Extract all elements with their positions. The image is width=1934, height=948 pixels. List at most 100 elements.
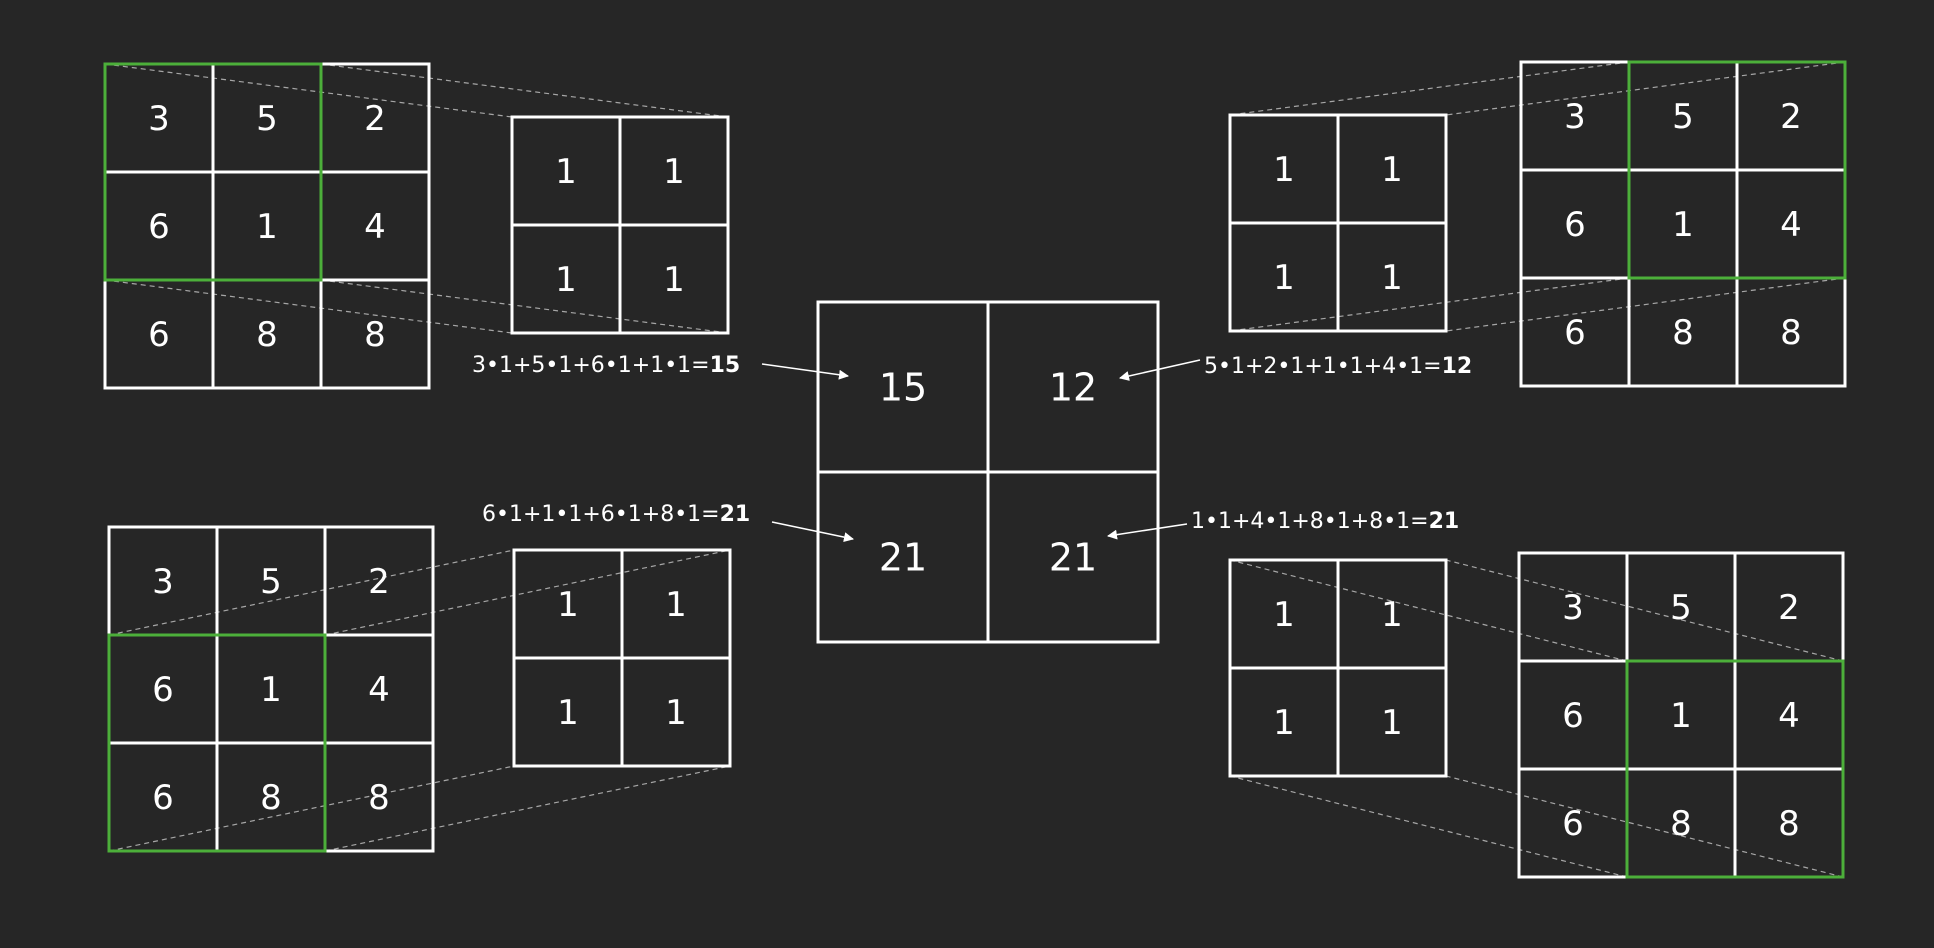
projection-line-2-3 xyxy=(1229,277,1630,332)
projection-line-2-4 xyxy=(1445,277,1846,332)
window-highlight-1 xyxy=(103,62,323,282)
input-bottom-left-value-2-0: 6 xyxy=(152,778,174,818)
equation-1-terms: 3•1+5•1+6•1+1•1= xyxy=(472,353,710,378)
input-top-left-value-2-0: 6 xyxy=(148,315,170,355)
input-top-right-value-0-1: 5 xyxy=(1672,97,1694,137)
projection-line-2-1 xyxy=(1229,61,1630,116)
input-bottom-left-value-0-2: 2 xyxy=(368,562,390,602)
input-bottom-left-value-2-2: 8 xyxy=(368,778,390,818)
input-bottom-right-value-1-0: 6 xyxy=(1562,696,1584,736)
kernel-3-value-1-0: 1 xyxy=(557,693,579,733)
kernel-1-cell-1-1 xyxy=(618,223,730,335)
input-bottom-right-value-0-2: 2 xyxy=(1778,588,1800,628)
input-top-right-value-1-1: 1 xyxy=(1672,205,1694,245)
input-top-left-value-2-1: 8 xyxy=(256,315,278,355)
input-top-right-value-2-2: 8 xyxy=(1780,313,1802,353)
output-value-0-0: 15 xyxy=(879,366,927,410)
input-bottom-right-value-1-1: 1 xyxy=(1670,696,1692,736)
kernel-4-value-0-0: 1 xyxy=(1273,595,1295,635)
projection-line-3-3 xyxy=(108,765,515,852)
input-top-left-value-0-0: 3 xyxy=(148,99,170,139)
input-bottom-left-value-0-0: 3 xyxy=(152,562,174,602)
input-top-left-cell-2-2 xyxy=(319,278,431,390)
input-top-left-value-1-0: 6 xyxy=(148,207,170,247)
kernel-2-value-0-0: 1 xyxy=(1273,150,1295,190)
input-bottom-right-value-0-1: 5 xyxy=(1670,588,1692,628)
output-value-0-1: 12 xyxy=(1049,366,1097,410)
kernel-4-cell-1-1 xyxy=(1336,666,1448,778)
input-bottom-right-value-2-2: 8 xyxy=(1778,804,1800,844)
kernel-2-value-1-1: 1 xyxy=(1381,258,1403,298)
output-value-1-1: 21 xyxy=(1049,536,1097,580)
input-top-left-value-0-2: 2 xyxy=(364,99,386,139)
projection-line-3-4 xyxy=(324,765,731,852)
kernel-4-value-1-0: 1 xyxy=(1273,703,1295,743)
kernel-1-value-0-0: 1 xyxy=(555,152,577,192)
input-top-left-value-2-2: 8 xyxy=(364,315,386,355)
projection-line-1-4 xyxy=(320,279,729,334)
input-bottom-right-value-1-2: 4 xyxy=(1778,696,1800,736)
input-top-right-value-2-0: 6 xyxy=(1564,313,1586,353)
input-bottom-left-value-1-1: 1 xyxy=(260,670,282,710)
equation-3-result: 21 xyxy=(720,502,751,527)
kernel-4-matrix: 1 1 1 1 xyxy=(1228,558,1448,778)
input-top-right-value-2-1: 8 xyxy=(1672,313,1694,353)
input-bottom-left-matrix: 3 5 2 6 1 4 6 8 8 xyxy=(107,525,435,853)
equation-3-terms: 6•1+1•1+6•1+8•1= xyxy=(482,502,720,527)
arrow-step-1 xyxy=(761,363,849,380)
kernel-3-cell-1-1 xyxy=(620,656,732,768)
input-top-left-value-0-1: 5 xyxy=(256,99,278,139)
projection-line-1-1 xyxy=(104,63,513,118)
kernel-3-matrix: 1 1 1 1 xyxy=(512,548,732,768)
input-bottom-right-value-2-0: 6 xyxy=(1562,804,1584,844)
input-bottom-left-value-0-1: 5 xyxy=(260,562,282,602)
projection-line-3-1 xyxy=(108,549,515,636)
equation-2: 5•1+2•1+1•1+4•1=12 xyxy=(1204,354,1472,379)
kernel-3-value-0-1: 1 xyxy=(665,585,687,625)
kernel-3-value-0-0: 1 xyxy=(557,585,579,625)
equation-4-result: 21 xyxy=(1429,509,1460,534)
output-cell-1-1 xyxy=(986,470,1160,644)
kernel-1-matrix: 1 1 1 1 xyxy=(510,115,730,335)
kernel-3-value-1-1: 1 xyxy=(665,693,687,733)
arrow-step-2 xyxy=(1119,359,1201,381)
kernel-1-value-0-1: 1 xyxy=(663,152,685,192)
projection-line-3-2 xyxy=(324,549,731,636)
kernel-4-value-1-1: 1 xyxy=(1381,703,1403,743)
output-value-1-0: 21 xyxy=(879,536,927,580)
input-top-right-value-1-0: 6 xyxy=(1564,205,1586,245)
window-highlight-4 xyxy=(1625,659,1845,879)
arrow-step-3 xyxy=(771,521,854,543)
kernel-2-value-0-1: 1 xyxy=(1381,150,1403,190)
output-matrix: 15 12 21 21 xyxy=(816,300,1160,644)
input-bottom-left-value-1-0: 6 xyxy=(152,670,174,710)
input-top-left-value-1-2: 4 xyxy=(364,207,386,247)
window-highlight-2 xyxy=(1627,60,1847,280)
kernel-2-matrix: 1 1 1 1 xyxy=(1228,113,1448,333)
input-top-left-matrix: 3 5 2 6 1 4 6 8 8 xyxy=(103,62,431,390)
input-top-left-value-1-1: 1 xyxy=(256,207,278,247)
input-top-right-value-0-2: 2 xyxy=(1780,97,1802,137)
input-bottom-left-value-2-1: 8 xyxy=(260,778,282,818)
projection-line-2-2 xyxy=(1445,61,1846,116)
equation-2-result: 12 xyxy=(1442,354,1473,379)
input-bottom-right-value-2-1: 8 xyxy=(1670,804,1692,844)
kernel-4-value-0-1: 1 xyxy=(1381,595,1403,635)
input-bottom-right-matrix: 3 5 2 6 1 4 6 8 8 xyxy=(1517,551,1845,879)
arrow-step-4 xyxy=(1107,523,1188,540)
equation-4: 1•1+4•1+8•1+8•1=21 xyxy=(1191,509,1459,534)
equation-2-terms: 5•1+2•1+1•1+4•1= xyxy=(1204,354,1442,379)
input-bottom-right-value-0-0: 3 xyxy=(1562,588,1584,628)
window-highlight-3 xyxy=(107,633,327,853)
kernel-1-value-1-0: 1 xyxy=(555,260,577,300)
projection-line-1-3 xyxy=(104,279,513,334)
kernel-2-value-1-0: 1 xyxy=(1273,258,1295,298)
equation-3: 6•1+1•1+6•1+8•1=21 xyxy=(482,502,750,527)
equation-4-terms: 1•1+4•1+8•1+8•1= xyxy=(1191,509,1429,534)
input-bottom-left-value-1-2: 4 xyxy=(368,670,390,710)
kernel-1-value-1-1: 1 xyxy=(663,260,685,300)
equation-1: 3•1+5•1+6•1+1•1=15 xyxy=(472,353,740,378)
